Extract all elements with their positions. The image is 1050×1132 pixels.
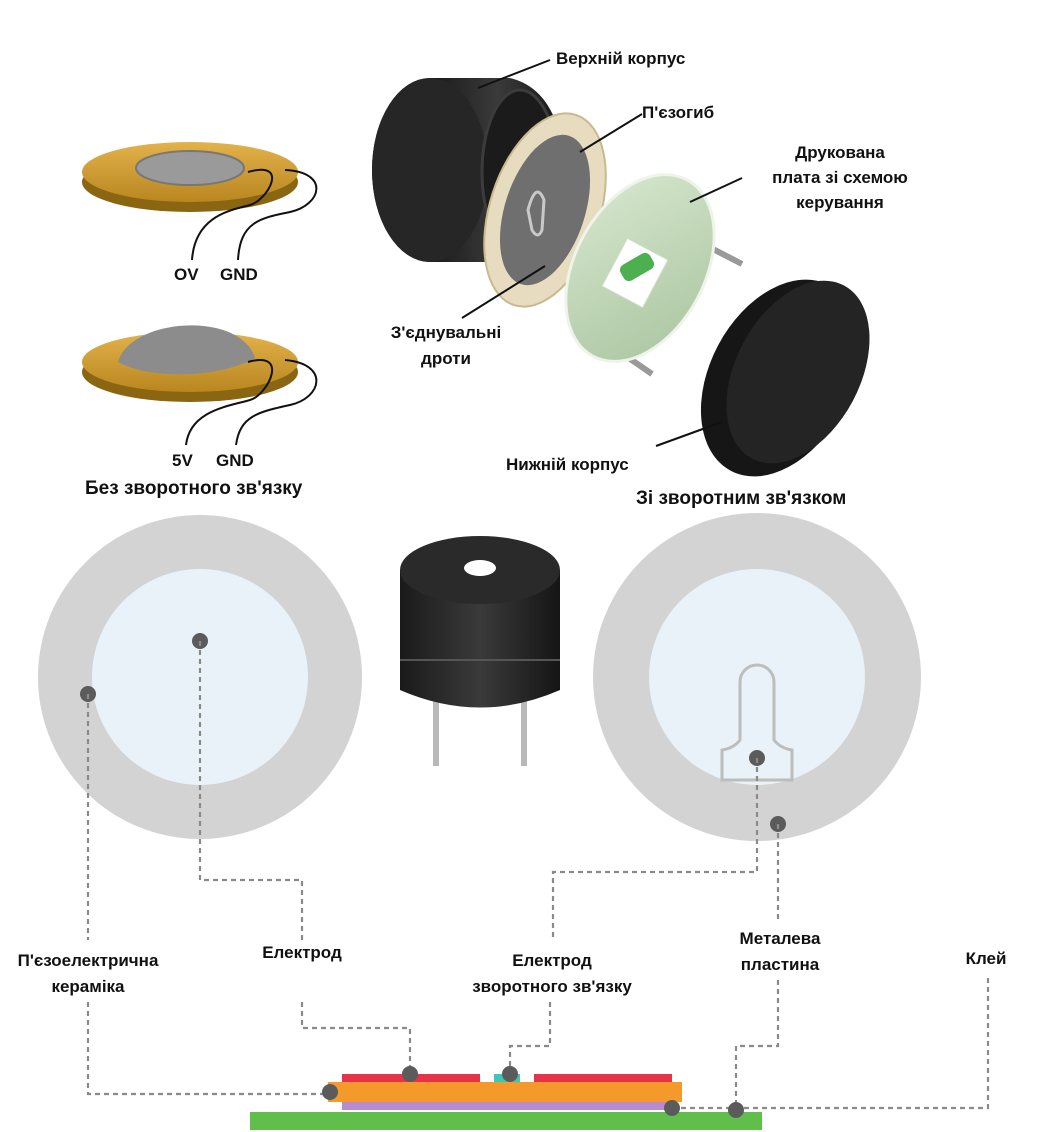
label-metal-plate-line1: Металева [740, 929, 821, 948]
label-metal-plate-line2: пластина [741, 955, 820, 974]
label-feedback-electrode-line2: зворотного зв'язку [472, 977, 632, 996]
disc-with-feedback [593, 513, 921, 841]
label-electrode: Електрод [262, 943, 342, 962]
buzzer-component [400, 536, 560, 766]
electrode-layer-right [534, 1074, 672, 1082]
label-pcb-line2: плата зі схемою [772, 168, 908, 187]
glue-layer [250, 1112, 762, 1130]
label-wires-line1: З'єднувальні [391, 323, 502, 342]
leader-pcb [689, 177, 743, 203]
lower-case [700, 279, 870, 477]
dashed-leaders [86, 641, 990, 1110]
label-piezo-ceramic-line1: П'єзоелектрична [18, 951, 159, 970]
pin-label-5v: 5V [172, 451, 193, 470]
title-without-feedback: Без зворотного зв'язку [85, 478, 303, 499]
label-glue: Клей [966, 949, 1007, 968]
leader-piezo-bender [579, 113, 643, 153]
layer-stack [250, 1066, 762, 1130]
leader-upper-case [477, 59, 551, 89]
label-piezo-bender: П'єзогиб [642, 103, 714, 122]
control-pcb [564, 173, 744, 377]
label-wires-line2: дроти [421, 349, 471, 368]
ceramic-layer [328, 1082, 682, 1102]
metal-plate-layer [342, 1102, 672, 1110]
label-pcb-line3: керування [796, 193, 884, 212]
pin-label-ov: OV [174, 265, 199, 284]
label-lower-case: Нижній корпус [506, 455, 629, 474]
piezo-disc-plain [82, 142, 318, 261]
label-piezo-ceramic-line2: кераміка [51, 977, 125, 996]
leader-lower-case [655, 421, 723, 447]
title-with-feedback: Зі зворотним зв'язком [636, 488, 846, 509]
pin-label-gnd-2: GND [216, 451, 254, 470]
pin-label-gnd-1: GND [220, 265, 258, 284]
leader-wires [461, 265, 546, 319]
label-upper-case: Верхній корпус [556, 49, 685, 68]
label-pcb-line1: Друкована [795, 143, 885, 162]
label-feedback-electrode-line1: Електрод [512, 951, 592, 970]
piezo-disc-domed [82, 325, 318, 446]
